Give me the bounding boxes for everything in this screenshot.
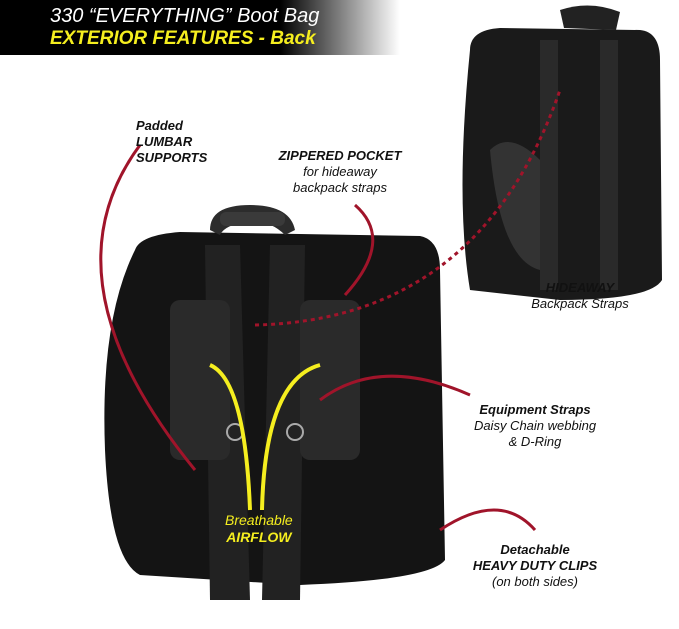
clips-title: Detachable: [500, 542, 570, 557]
clips-line2: (on both sides): [492, 574, 578, 589]
section-subtitle: EXTERIOR FEATURES - Back: [50, 28, 316, 49]
airflow-line2: AIRFLOW: [226, 529, 292, 545]
equipment-line1: Daisy Chain webbing: [473, 418, 597, 433]
pocket-line1: for hideaway: [303, 164, 377, 179]
main-bag-image: [104, 205, 445, 600]
lumbar-arrow: [99, 144, 197, 471]
clips-arrow: [439, 508, 537, 532]
hideaway-line1: Backpack Straps: [531, 296, 629, 311]
lumbar-line1: Padded: [136, 118, 183, 133]
airflow-line1: Breathable: [225, 512, 293, 528]
clips-label: Detachable HEAVY DUTY CLIPS (on both sid…: [460, 542, 610, 590]
equipment-label: Equipment Straps Daisy Chain webbing & D…: [460, 402, 610, 450]
hideaway-label: HIDEAWAY Backpack Straps: [515, 280, 645, 312]
hideaway-title: HIDEAWAY: [545, 280, 615, 295]
pocket-label: ZIPPERED POCKET for hideaway backpack st…: [265, 148, 415, 196]
pocket-arrow: [343, 203, 375, 297]
title-banner: 330 “EVERYTHING” Boot Bag EXTERIOR FEATU…: [0, 0, 400, 55]
pocket-line2: backpack straps: [293, 180, 387, 195]
equipment-title: Equipment Straps: [479, 402, 591, 417]
equipment-arrow: [319, 374, 471, 402]
airflow-arrow-right: [260, 363, 321, 511]
airflow-label: Breathable AIRFLOW: [225, 512, 293, 546]
clips-line1: HEAVY DUTY CLIPS: [472, 558, 598, 573]
lumbar-line2: LUMBAR: [136, 134, 193, 149]
hideaway-arrow: [254, 89, 562, 327]
airflow-arrow-left: [209, 363, 252, 511]
product-title: 330 “EVERYTHING” Boot Bag: [50, 5, 320, 27]
pocket-title: ZIPPERED POCKET: [278, 148, 402, 163]
equipment-line2: & D-Ring: [508, 434, 562, 449]
lumbar-label: Padded LUMBAR SUPPORTS: [136, 118, 207, 166]
small-bag-image: [462, 5, 662, 300]
lumbar-line3: SUPPORTS: [136, 150, 208, 165]
